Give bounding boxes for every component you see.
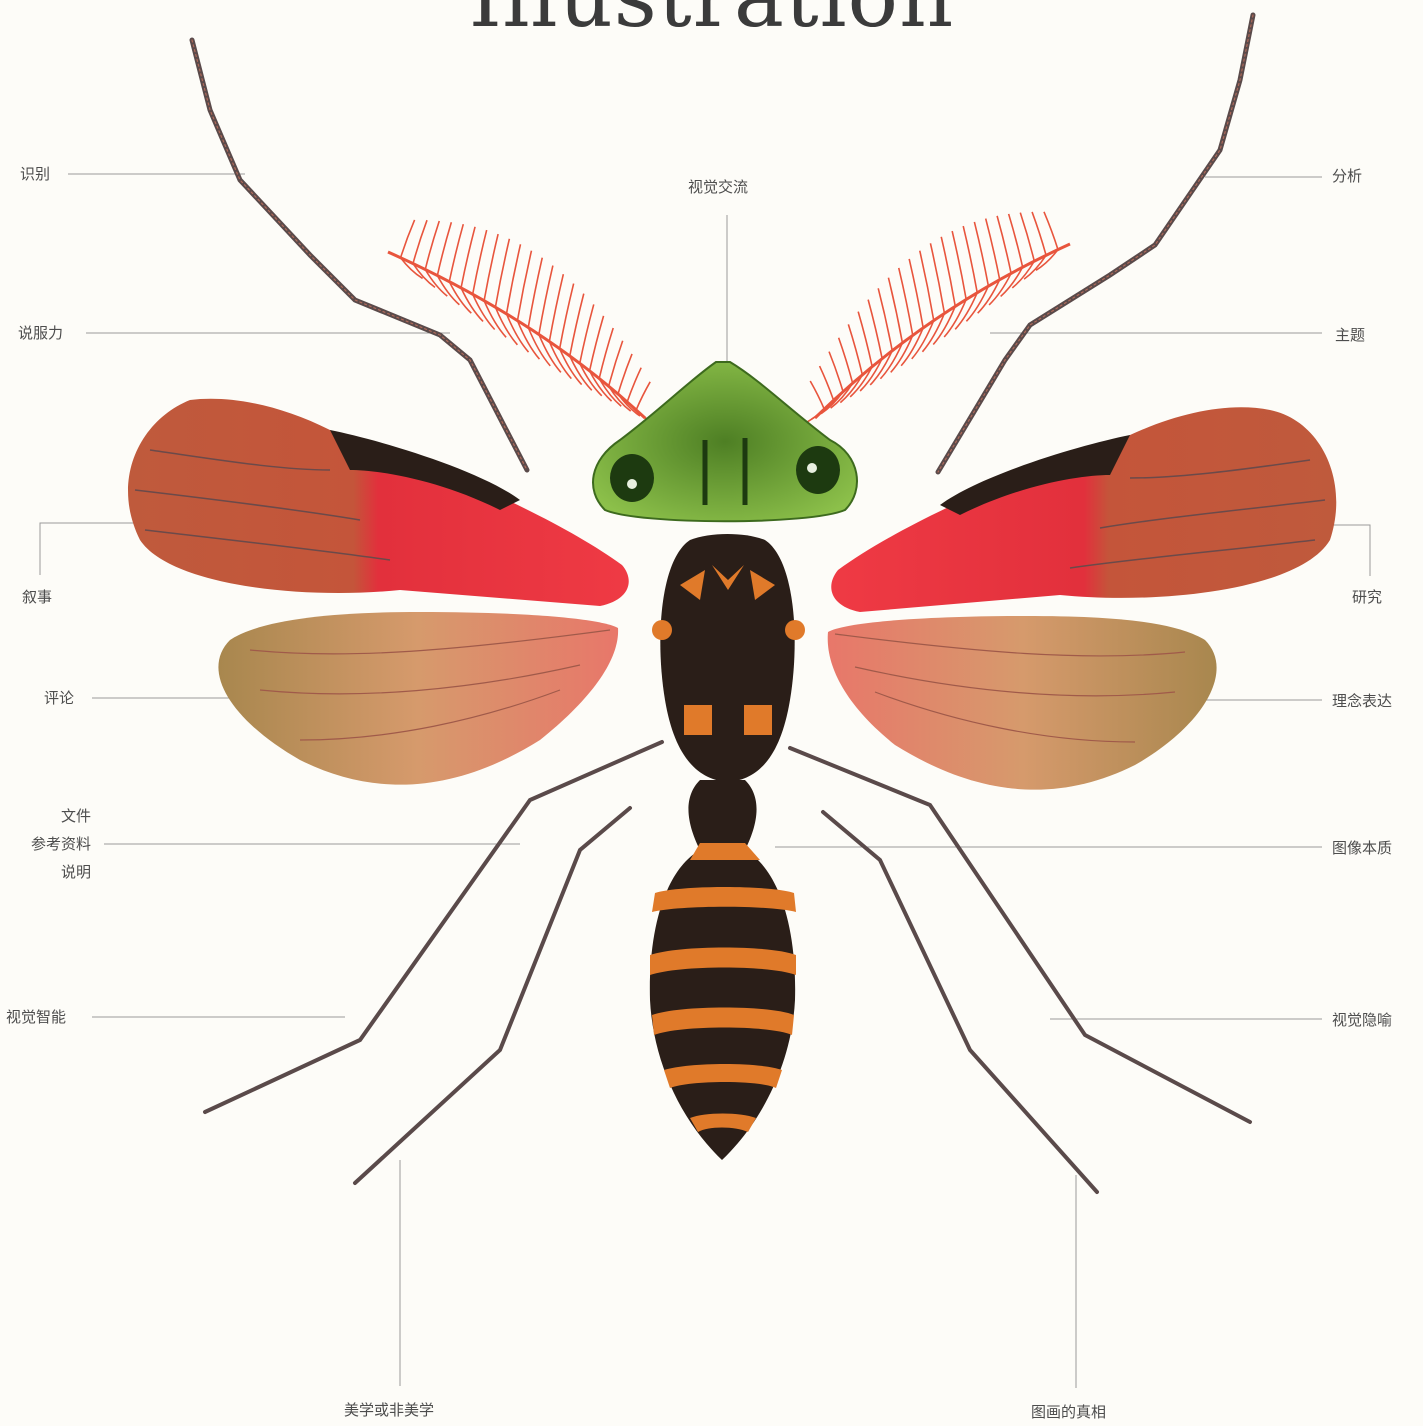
leg-left-1 xyxy=(205,742,662,1112)
feather-barb xyxy=(810,381,824,409)
feather-barb xyxy=(570,294,584,356)
feather-barb xyxy=(899,268,913,335)
label-visual-intelligence: 视觉智能 xyxy=(6,1003,66,1031)
feather-barb xyxy=(580,304,594,363)
label-commentary: 评论 xyxy=(44,684,74,712)
feather-barb xyxy=(839,338,853,383)
abdomen xyxy=(650,780,796,1160)
label-documentation: 文件 参考资料 说明 xyxy=(31,802,91,886)
feather-barb xyxy=(941,237,955,307)
feather-barb xyxy=(868,300,882,359)
leg-right-2 xyxy=(823,812,1097,1192)
label-analysis: 分析 xyxy=(1332,162,1362,190)
antenna-right xyxy=(938,15,1253,472)
feather-barb xyxy=(437,222,451,275)
feather-barb xyxy=(627,368,641,402)
feather-barb xyxy=(590,316,604,371)
label-research: 研究 xyxy=(1352,583,1382,611)
feather-barb xyxy=(636,382,650,410)
feather-barb xyxy=(1024,255,1046,279)
feather-barb xyxy=(495,239,509,307)
feather-barb xyxy=(878,288,892,350)
feather-barb xyxy=(484,234,498,301)
page-title: Illustration xyxy=(0,0,1423,46)
feather-barb xyxy=(507,244,521,314)
feather-barb xyxy=(599,328,613,378)
feather-barb xyxy=(920,251,934,321)
label-identify: 识别 xyxy=(20,160,50,188)
leg-right-1 xyxy=(790,748,1250,1122)
leg-left-2 xyxy=(355,808,630,1183)
feather-barb xyxy=(997,216,1011,273)
feather-barb xyxy=(820,366,834,400)
feather-barb xyxy=(952,231,966,299)
feather-barb xyxy=(539,266,553,335)
hindwing-right xyxy=(828,616,1217,790)
feather-barb xyxy=(909,259,923,328)
feather-barb xyxy=(425,221,439,270)
label-concept-expression: 理念表达 xyxy=(1332,687,1392,715)
hindwing-left xyxy=(218,612,618,785)
feather-antenna-left xyxy=(388,220,658,425)
feather-barb xyxy=(618,354,632,394)
label-doc-line1: 文件 xyxy=(31,802,91,830)
feather-barb xyxy=(829,352,843,392)
label-image-truth: 图画的真相 xyxy=(1031,1398,1106,1426)
label-doc-line3: 说明 xyxy=(31,858,91,886)
eye-right xyxy=(796,446,840,494)
feather-barb xyxy=(560,284,574,349)
label-persuasion: 说服力 xyxy=(18,319,63,347)
feather-barb xyxy=(401,220,415,258)
thorax xyxy=(652,534,805,782)
forewing-left xyxy=(128,399,629,606)
label-visual-communication: 视觉交流 xyxy=(688,173,748,201)
feather-barb xyxy=(461,227,475,288)
forewing-right xyxy=(831,407,1336,612)
feather-barb xyxy=(528,258,542,328)
feather-barb xyxy=(449,224,463,281)
feather-barb xyxy=(858,312,872,367)
feather-barb xyxy=(1009,214,1023,267)
feather-barb xyxy=(473,230,487,294)
label-visual-metaphor: 视觉隐喻 xyxy=(1332,1006,1392,1034)
feather-barb xyxy=(517,251,531,321)
feather-barb xyxy=(963,226,977,293)
label-aesthetics: 美学或非美学 xyxy=(344,1396,434,1424)
feather-barb xyxy=(848,324,862,374)
feather-barb xyxy=(609,341,623,386)
feather-barb xyxy=(413,220,427,263)
feather-barb xyxy=(1020,213,1034,262)
feather-barb xyxy=(974,222,988,286)
feather-barb xyxy=(1032,212,1046,255)
eye-left xyxy=(610,454,654,502)
feather-barb xyxy=(413,264,435,288)
label-image-essence: 图像本质 xyxy=(1332,834,1392,862)
feather-barb xyxy=(549,274,563,341)
feather-barb xyxy=(930,243,944,313)
feather-barb xyxy=(986,219,1000,280)
feather-antenna-right xyxy=(802,212,1070,425)
label-narrative: 叙事 xyxy=(22,583,52,611)
feather-barb xyxy=(1044,212,1058,250)
feather-barb xyxy=(888,278,902,343)
label-doc-line2: 参考资料 xyxy=(31,830,91,858)
label-subject: 主题 xyxy=(1335,321,1365,349)
